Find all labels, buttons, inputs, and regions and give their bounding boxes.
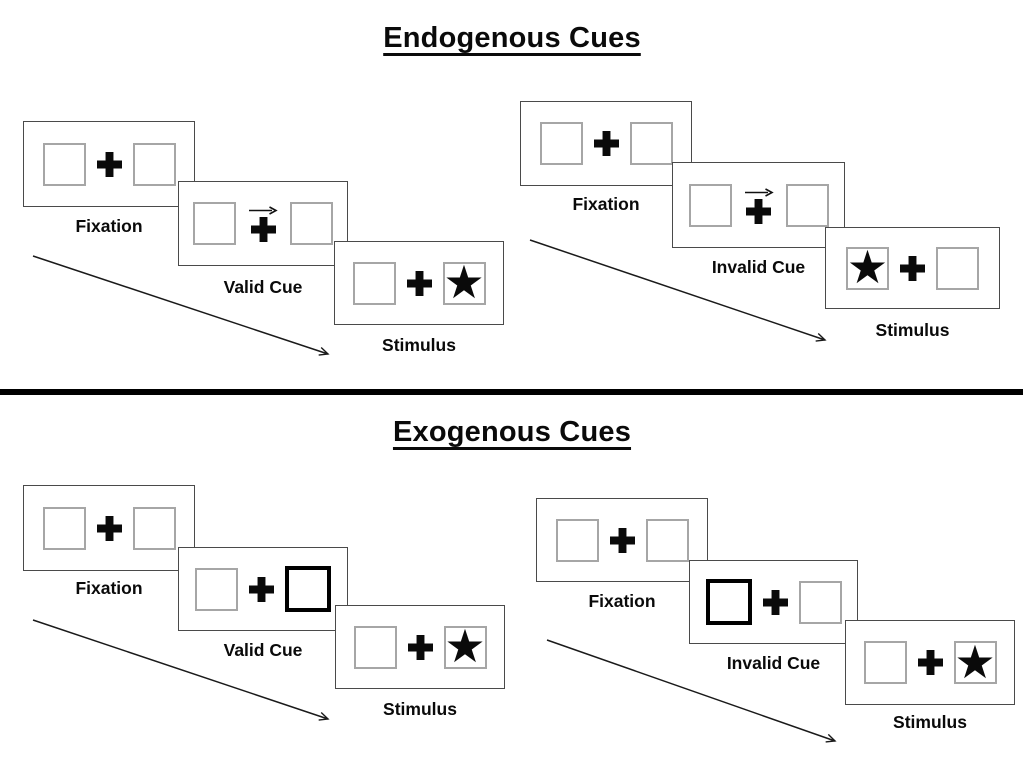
stimulus-label: Stimulus: [382, 335, 456, 355]
left-placeholder-box: [863, 641, 907, 684]
timeline-arrow: [529, 239, 837, 350]
right-placeholder-box: [936, 246, 979, 290]
fixation-cross-icon: [96, 151, 122, 177]
left-placeholder-box: [353, 625, 397, 669]
fixation-cross-icon: [407, 634, 433, 660]
left-placeholder-box: [352, 261, 396, 305]
stimulus-panel: ★: [334, 241, 504, 325]
cue-highlight-box: [285, 566, 331, 612]
fixation-label: Fixation: [75, 216, 143, 236]
valid-cue-label: Valid Cue: [223, 277, 303, 297]
stimulus-panel: ★: [825, 227, 1000, 309]
cue-highlight-box: [705, 579, 752, 625]
exogenous-section-title: Exogenous Cues: [12, 416, 1012, 449]
timeline-arrow: [32, 255, 340, 364]
right-placeholder-box: [132, 142, 176, 186]
fixation-cross-icon: [609, 527, 635, 553]
fixation-panel: [23, 485, 195, 571]
stimulus-label: Stimulus: [875, 320, 950, 340]
right-placeholder-box: [132, 506, 176, 550]
target-box: ★: [846, 241, 889, 293]
target-box: ★: [442, 256, 486, 308]
left-placeholder-box: [193, 202, 236, 245]
valid-cue-label: Valid Cue: [223, 640, 303, 660]
endogenous-section-title: Endogenous Cues: [12, 22, 1012, 55]
fixation-cross-icon: [900, 255, 925, 281]
cue-arrow-right-icon: [249, 206, 278, 215]
fixation-cross-icon: [249, 576, 274, 602]
left-placeholder-box: [555, 518, 599, 562]
valid-cue-panel: [178, 181, 348, 266]
fixation-cross-icon: [96, 515, 122, 541]
fixation-cross-icon: [406, 270, 432, 296]
fixation-panel: [520, 101, 692, 186]
stimulus-panel: ★: [335, 605, 505, 689]
cue-stack: [743, 187, 775, 224]
fixation-label: Fixation: [588, 591, 656, 611]
target-star-icon: ★: [444, 620, 486, 672]
fixation-cross-icon: [250, 217, 276, 242]
target-star-icon: ★: [954, 635, 996, 688]
timeline-arrow: [546, 639, 847, 752]
endogenous-title-text: Endogenous Cues: [383, 22, 641, 54]
target-box: ★: [953, 635, 997, 688]
valid-cue-panel: [178, 547, 348, 631]
exogenous-title-text: Exogenous Cues: [392, 416, 632, 448]
stimulus-label: Stimulus: [893, 712, 967, 732]
left-placeholder-box: [42, 506, 86, 550]
left-placeholder-box: [42, 142, 86, 186]
fixation-cross-icon: [746, 198, 771, 224]
target-star-icon: ★: [443, 256, 485, 308]
left-placeholder-box: [195, 567, 238, 611]
fixation-label: Fixation: [572, 194, 640, 214]
fixation-cross-icon: [917, 650, 943, 675]
right-placeholder-box: [785, 183, 829, 227]
timeline-arrow: [32, 619, 340, 729]
fixation-label: Fixation: [75, 578, 143, 598]
right-placeholder-box: [290, 202, 333, 245]
cue-arrow-right-icon: [744, 187, 774, 197]
right-placeholder-box: [645, 518, 689, 562]
invalid-cue-panel: [672, 162, 845, 248]
cue-stack: [247, 205, 279, 242]
fixation-panel: [536, 498, 708, 582]
invalid-cue-label: Invalid Cue: [726, 653, 821, 673]
invalid-cue-label: Invalid Cue: [711, 257, 806, 277]
target-box: ★: [443, 620, 487, 672]
target-star-icon: ★: [846, 241, 889, 293]
left-placeholder-box: [539, 122, 583, 165]
stimulus-panel: ★: [845, 620, 1015, 705]
fixation-panel: [23, 121, 195, 207]
right-placeholder-box: [798, 580, 842, 624]
fixation-cross-icon: [762, 589, 788, 615]
left-placeholder-box: [688, 183, 732, 227]
stimulus-label: Stimulus: [383, 699, 457, 719]
fixation-cross-icon: [593, 131, 619, 156]
right-placeholder-box: [629, 122, 673, 165]
invalid-cue-panel: [689, 560, 858, 644]
section-divider: [0, 389, 1023, 395]
